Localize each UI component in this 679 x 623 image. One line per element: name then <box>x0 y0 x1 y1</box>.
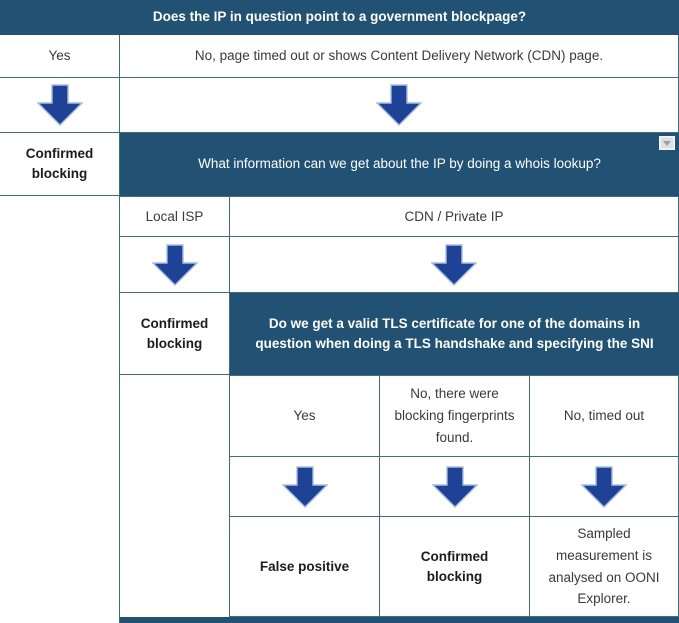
outcome-sampled-measurement: Sampled measurement is analysed on OONI … <box>530 517 679 617</box>
down-arrow-icon <box>431 243 477 286</box>
down-arrow-icon <box>376 84 422 126</box>
empty-left-column <box>0 196 120 623</box>
empty-second-column <box>120 375 230 617</box>
arrow-cell-tls-timeout <box>530 457 679 517</box>
outcome-confirmed-blocking-2: Confirmed blocking <box>120 293 230 375</box>
arrow-cell-cdn <box>230 237 679 293</box>
answer-tls-yes-text: Yes <box>293 408 316 424</box>
answer-local-isp: Local ISP <box>120 196 230 237</box>
question-header-whois: What information can we get about the IP… <box>120 133 679 196</box>
arrow-cell-tls-yes <box>230 457 380 517</box>
cutoff-next-header-strip <box>120 617 679 623</box>
arrow-cell-yes-branch <box>0 78 120 133</box>
answer-local-isp-text: Local ISP <box>145 208 204 224</box>
answer-tls-fingerprints: No, there were blocking fingerprints fou… <box>380 375 530 457</box>
answer-no-blockpage-text: No, page timed out or shows Content Deli… <box>194 48 604 64</box>
down-arrow-icon <box>431 465 478 508</box>
answer-tls-timeout: No, timed out <box>530 375 679 457</box>
question-header-tls: Do we get a valid TLS certificate for on… <box>230 293 679 375</box>
down-arrow-icon <box>36 84 83 126</box>
arrow-cell-no-branch <box>120 78 679 133</box>
question-header-whois-text: What information can we get about the IP… <box>198 156 601 172</box>
arrow-cell-tls-fingerprints <box>380 457 530 517</box>
down-arrow-icon <box>581 465 627 508</box>
down-arrow-icon <box>281 465 328 508</box>
outcome-confirmed-blocking-3: Confirmed blocking <box>380 517 530 617</box>
outcome-false-positive: False positive <box>230 517 380 617</box>
answer-tls-fingerprints-text: No, there were blocking fingerprints fou… <box>394 386 515 445</box>
outcome-confirmed-blocking-1: Confirmed blocking <box>0 133 120 196</box>
down-arrow-icon <box>151 243 198 286</box>
answer-yes-blockpage: Yes <box>0 35 120 78</box>
answer-cdn-private-ip: CDN / Private IP <box>230 196 679 237</box>
outcome-false-positive-text: False positive <box>259 558 350 574</box>
answer-yes-blockpage-text: Yes <box>48 48 71 64</box>
collapse-comment-icon[interactable] <box>659 136 675 150</box>
arrow-cell-local-isp <box>120 237 230 293</box>
question-header-blockpage: Does the IP in question point to a gover… <box>0 0 679 35</box>
question-header-blockpage-text: Does the IP in question point to a gover… <box>152 9 527 25</box>
triangle-down-icon <box>663 140 671 146</box>
answer-tls-yes: Yes <box>230 375 380 457</box>
outcome-sampled-measurement-text: Sampled measurement is analysed on OONI … <box>548 525 660 607</box>
outcome-confirmed-blocking-2-text: Confirmed blocking <box>140 315 209 351</box>
question-header-tls-text: Do we get a valid TLS certificate for on… <box>255 315 654 351</box>
answer-cdn-private-ip-text: CDN / Private IP <box>404 208 504 224</box>
outcome-confirmed-blocking-3-text: Confirmed blocking <box>420 548 489 584</box>
answer-no-blockpage: No, page timed out or shows Content Deli… <box>120 35 679 78</box>
outcome-confirmed-blocking-1-text: Confirmed blocking <box>25 146 94 181</box>
answer-tls-timeout-text: No, timed out <box>563 408 645 424</box>
